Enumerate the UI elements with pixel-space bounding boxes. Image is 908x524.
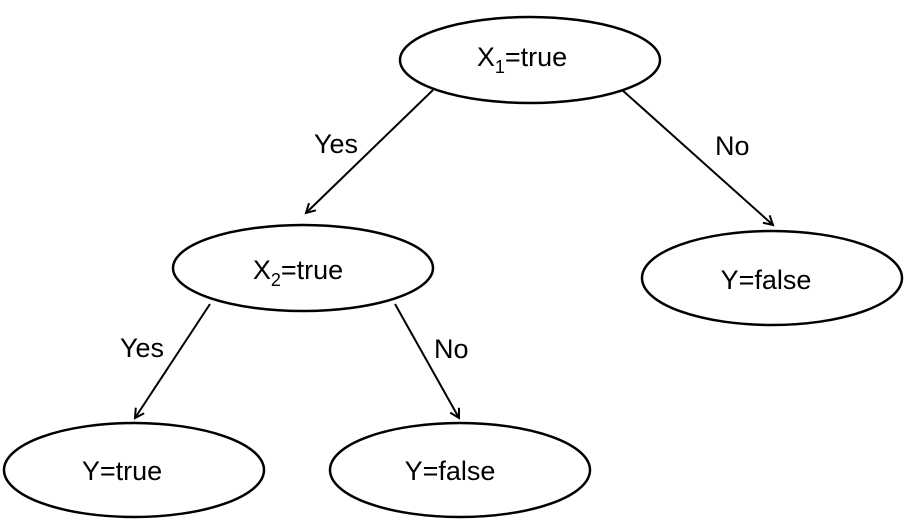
edge-inner-yes [135, 303, 211, 418]
edge-label-inner-no: No [434, 334, 469, 364]
edge-inner-no [394, 303, 459, 418]
root-node-label: X1=true [477, 42, 567, 77]
leaf-left-label: Y=true [82, 456, 162, 486]
edge-root-no [620, 88, 773, 225]
inner-node: X2=true [171, 223, 435, 313]
inner-node-label: X2=true [253, 255, 343, 290]
leaf-right-label: Y=false [721, 265, 812, 295]
leaf-node-middle: Y=false [328, 421, 592, 519]
edge-root-yes [306, 89, 434, 213]
edge-label-root-yes: Yes [314, 129, 358, 159]
leaf-node-right: Y=false [640, 229, 904, 327]
leaf-node-left: Y=true [2, 421, 266, 519]
leaf-middle-label: Y=false [405, 456, 496, 486]
root-node: X1=true [398, 15, 662, 105]
edge-label-inner-yes: Yes [120, 333, 164, 363]
edge-label-root-no: No [715, 131, 750, 161]
